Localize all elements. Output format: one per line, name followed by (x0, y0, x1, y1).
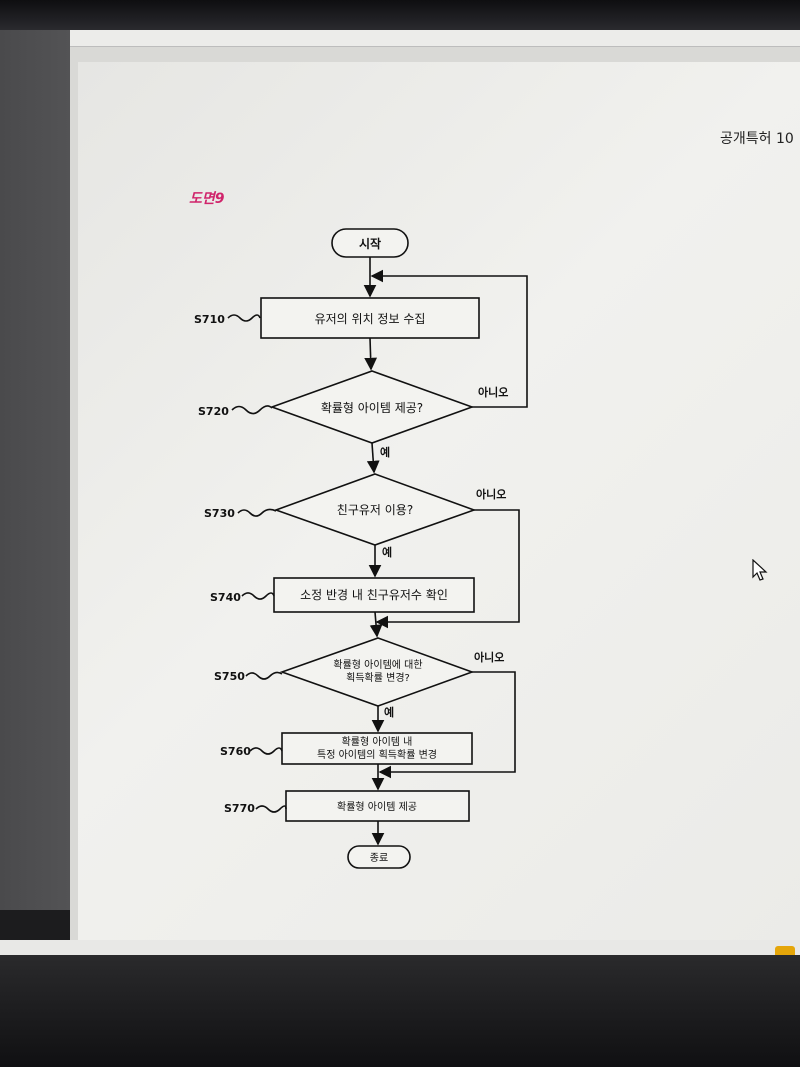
connector-s710-s720 (364, 337, 378, 371)
s720-no-label: 아니오 (478, 385, 508, 399)
viewer-toolbar (70, 30, 800, 47)
s750-leader (245, 671, 283, 680)
connector-s740-s750 (369, 611, 383, 638)
s710-leader (227, 314, 261, 322)
end-label: 종료 (370, 852, 388, 864)
s770-leader (255, 805, 287, 813)
monitor-bezel-top (0, 0, 800, 30)
s760-text-line2: 특정 아이템의 획득확률 변경 (317, 748, 437, 761)
connector-s720-no-loop (370, 269, 528, 408)
connector-s720-s730 (366, 442, 380, 474)
start-label: 시작 (359, 236, 381, 251)
step-id-s770: S770 (224, 802, 255, 815)
step-id-s730: S730 (204, 507, 235, 520)
step-s740-box (273, 577, 475, 613)
step-id-s740: S740 (210, 591, 241, 604)
publication-header: 공개특허 10 (720, 131, 794, 147)
connector-s730-no (375, 509, 520, 629)
s760-leader (249, 747, 283, 755)
s750-text-line2: 획득확률 변경? (346, 671, 410, 684)
connector-s750-no (378, 671, 516, 779)
monitor-bezel-bottom (0, 955, 800, 1067)
s750-no-label: 아니오 (474, 650, 504, 664)
s720-text: 확률형 아이템 제공? (321, 401, 423, 415)
mouse-cursor-icon (752, 559, 768, 581)
s750-yes-label: 예 (384, 705, 394, 719)
step-s760-box (281, 732, 473, 765)
s710-text: 유저의 위치 정보 수집 (315, 312, 426, 326)
s730-text: 친구유저 이용? (337, 503, 413, 517)
step-id-s750: S750 (214, 670, 245, 683)
s740-text: 소정 반경 내 친구유저수 확인 (300, 588, 448, 602)
s750-text-line1: 확률형 아이템에 대한 (333, 659, 422, 671)
end-terminal (347, 845, 411, 869)
s740-leader (241, 592, 275, 600)
s720-leader (231, 405, 273, 415)
s730-no-label: 아니오 (476, 487, 506, 501)
step-s750-diamond (279, 637, 475, 707)
step-id-s760: S760 (220, 745, 251, 758)
s730-yes-label: 예 (382, 545, 392, 559)
s770-text: 확률형 아이템 제공 (337, 801, 417, 813)
figure-label: 도면9 (189, 191, 225, 207)
step-id-s710: S710 (194, 313, 225, 326)
s720-yes-label: 예 (380, 445, 390, 459)
s730-leader (237, 508, 277, 517)
s760-text-line1: 확률형 아이템 내 (342, 736, 413, 748)
step-id-s720: S720 (198, 405, 229, 418)
